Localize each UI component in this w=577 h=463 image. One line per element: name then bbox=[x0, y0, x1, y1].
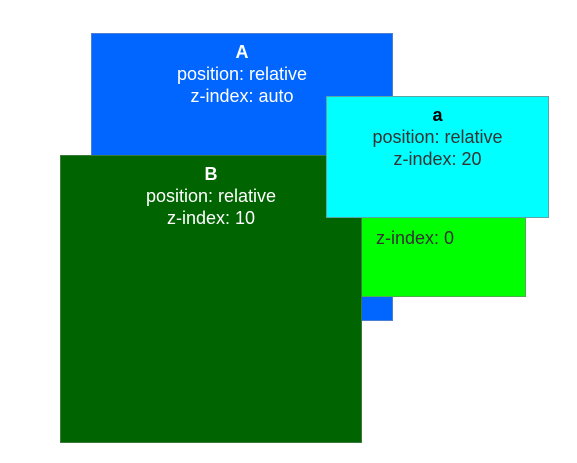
box-b-zindex: z-index: 10 bbox=[166, 208, 256, 228]
box-small-a-title: a bbox=[432, 105, 443, 125]
box-small-a-zindex: z-index: 20 bbox=[393, 149, 482, 169]
box-c-zindex: z-index: 0 bbox=[375, 228, 455, 248]
box-b-position: position: relative bbox=[145, 186, 277, 206]
box-a-title: A bbox=[235, 42, 249, 62]
box-b-title: B bbox=[204, 164, 218, 184]
box-a-zindex: z-index: auto bbox=[190, 86, 294, 106]
box-a-position: position: relative bbox=[176, 64, 308, 84]
box-small-a-position: position: relative bbox=[372, 127, 503, 147]
box-b-relative-10: B position: relative z-index: 10 bbox=[60, 155, 362, 443]
box-small-a-relative-20: a position: relative z-index: 20 bbox=[326, 96, 549, 218]
